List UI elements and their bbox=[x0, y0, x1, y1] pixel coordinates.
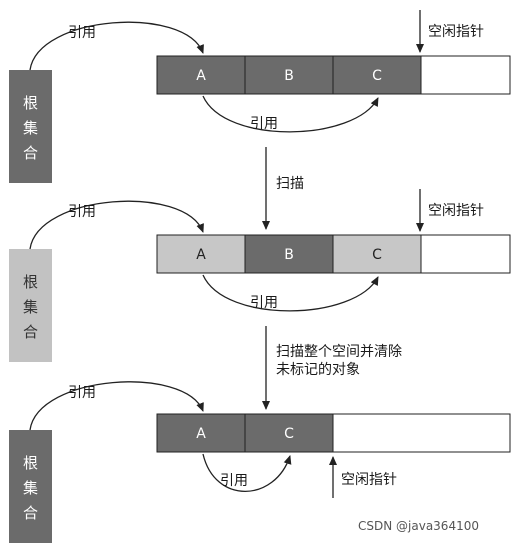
cell-c-label: C bbox=[372, 247, 382, 263]
root-set-label-1: 根 bbox=[23, 273, 38, 291]
scan-label: 扫描 bbox=[276, 176, 304, 192]
memory-cell-b bbox=[244, 234, 334, 274]
reference-label-bottom: 引用 bbox=[250, 295, 278, 311]
reference-label-top: 引用 bbox=[68, 25, 96, 41]
cell-b-label: B bbox=[284, 68, 294, 84]
root-set-label-3: 合 bbox=[23, 504, 38, 522]
cell-a-label: A bbox=[196, 426, 206, 442]
memory-cell-c bbox=[244, 413, 334, 453]
cell-c-label: C bbox=[372, 68, 382, 84]
free-pointer-label: 空闲指针 bbox=[428, 24, 484, 40]
root-set-box bbox=[9, 430, 52, 543]
cell-b-label: B bbox=[284, 247, 294, 263]
free-pointer-label: 空闲指针 bbox=[341, 472, 397, 488]
root-reference-arrow bbox=[29, 381, 204, 431]
object-reference-arrow bbox=[202, 95, 379, 133]
root-set-box bbox=[9, 70, 52, 183]
object-reference-arrow bbox=[202, 274, 379, 312]
free-space bbox=[420, 55, 511, 95]
stage-1: 根 集 合 A B C 引用 引用 空闲指针 bbox=[9, 10, 511, 183]
root-set-label-2: 集 bbox=[23, 119, 38, 137]
cell-a-label: A bbox=[196, 247, 206, 263]
root-reference-arrow bbox=[29, 21, 204, 71]
free-pointer-label: 空闲指针 bbox=[428, 203, 484, 219]
root-set-label-1: 根 bbox=[23, 454, 38, 472]
stage-2: 根 集 合 A B C 引用 引用 空闲指针 bbox=[9, 189, 511, 362]
sweep-label-line-1: 扫描整个空间并清除 bbox=[276, 344, 402, 360]
object-reference-arrow bbox=[202, 453, 292, 492]
memory-cell-c bbox=[332, 55, 422, 95]
watermark: CSDN @java364100 bbox=[358, 519, 479, 533]
reference-label-bottom: 引用 bbox=[250, 116, 278, 132]
root-set-box bbox=[9, 249, 52, 362]
cell-a-label: A bbox=[196, 68, 206, 84]
reference-label-bottom: 引用 bbox=[220, 473, 248, 489]
root-set-label-3: 合 bbox=[23, 323, 38, 341]
stage-3: 根 集 合 A C 引用 引用 空闲指针 bbox=[9, 381, 511, 543]
reference-label-top: 引用 bbox=[68, 204, 96, 220]
memory-cell-a bbox=[156, 55, 246, 95]
memory-cell-c bbox=[332, 234, 422, 274]
root-set-label-3: 合 bbox=[23, 144, 38, 162]
memory-cell-a bbox=[156, 234, 246, 274]
sweep-label-line-2: 未标记的对象 bbox=[276, 362, 360, 378]
root-set-label-2: 集 bbox=[23, 298, 38, 316]
free-space bbox=[332, 413, 511, 453]
root-set-label-2: 集 bbox=[23, 479, 38, 497]
reference-label-top: 引用 bbox=[68, 385, 96, 401]
cell-c-label: C bbox=[284, 426, 294, 442]
root-reference-arrow bbox=[29, 200, 204, 250]
memory-cell-b bbox=[244, 55, 334, 95]
root-set-label-1: 根 bbox=[23, 94, 38, 112]
free-space bbox=[420, 234, 511, 274]
